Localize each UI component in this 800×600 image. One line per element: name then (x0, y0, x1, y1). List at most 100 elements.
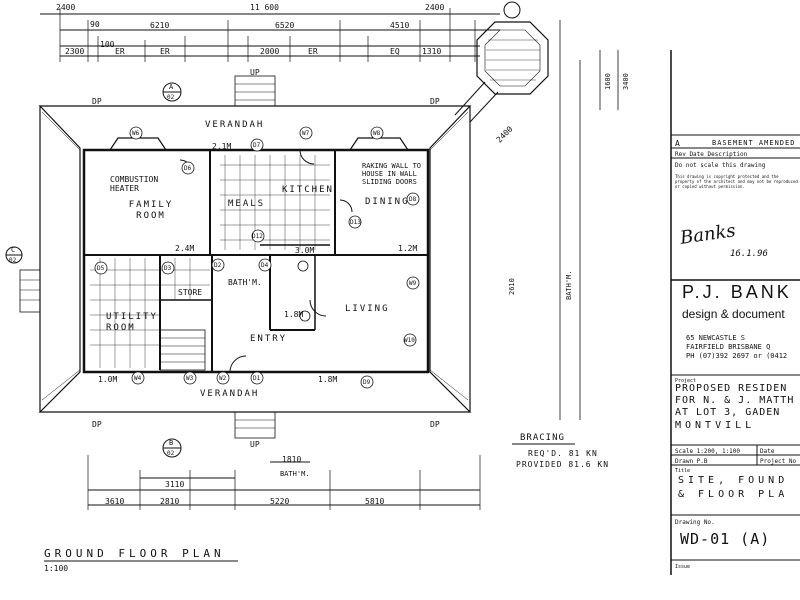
dim-top-i: 2000 (260, 47, 280, 56)
signature-date: 16.1.96 (730, 249, 768, 259)
dim-top-er3: ER (308, 47, 318, 56)
tag-d4: D4 (261, 262, 269, 269)
label-bath-side: BATH'M. (565, 270, 573, 300)
dim-18b: 1.8M (318, 375, 338, 384)
plan-title: GROUND FLOOR PLAN (44, 547, 225, 560)
tag-w10: W10 (404, 337, 415, 344)
dim-10: 1.0M (98, 375, 118, 384)
firm-phone: PH (07)392 2697 or (0412 (686, 352, 788, 360)
tag-d2: D2 (214, 262, 222, 269)
label-bath-bottom: BATH'M. (280, 470, 310, 478)
dim-top-j: 1310 (422, 47, 442, 56)
label-utility-room: UTILITY ROOM (106, 312, 158, 333)
section-mark-c: C (11, 246, 16, 254)
dim-top-90: 90 (90, 20, 100, 29)
tag-d8: D8 (409, 196, 417, 203)
project-no-label: Project No (760, 458, 797, 465)
issue-label: Issue (675, 564, 691, 570)
tag-d6: D6 (184, 165, 192, 172)
drawing-no-label: Drawing No. (675, 519, 715, 526)
downpipe-br: DP (430, 420, 440, 429)
stair-up-top: UP (250, 68, 260, 77)
copyright-note: This drawing is copyright protected and … (675, 174, 798, 189)
dim-bot-d: 5810 (365, 497, 385, 506)
dim-top-100: 100 (100, 40, 115, 49)
label-family-room: FAMILY ROOM (128, 200, 174, 221)
project-line3: AT LOT 3, GADEN (675, 407, 781, 418)
section-sheet-c: 02 (9, 257, 17, 264)
note-bracing-provided: PROVIDED 81.6 KN (516, 460, 610, 469)
tag-w7: W7 (302, 130, 310, 137)
tag-w4: W4 (134, 375, 142, 382)
tag-d12: D12 (252, 233, 263, 240)
title-line2: & FLOOR PLA (678, 489, 789, 500)
dim-bot-f: 1810 (282, 455, 302, 464)
tag-d9: D9 (363, 379, 371, 386)
dim-top-c: 4510 (390, 21, 410, 30)
tag-d5: D5 (97, 265, 105, 272)
downpipe-tl: DP (92, 97, 102, 106)
dim-bot-b: 2810 (160, 497, 180, 506)
dim-top-b: 6520 (275, 21, 295, 30)
tag-d13: D13 (350, 219, 361, 226)
title-line1: SITE, FOUND (678, 475, 789, 486)
dim-21: 2.1M (212, 142, 232, 151)
plan-scale: 1:100 (44, 564, 69, 573)
rev-header: Rev Date Description (675, 151, 748, 158)
section-mark-b: B (169, 439, 174, 447)
drawn-label: Drawn P.B (675, 458, 708, 465)
dim-side-b: 1600 (604, 73, 612, 90)
section-mark-a-top: A (169, 83, 174, 91)
tag-w9: W9 (409, 280, 417, 287)
dim-top-a: 6210 (150, 21, 170, 30)
downpipe-bl: DP (92, 420, 102, 429)
tag-d1: D1 (253, 375, 261, 382)
firm-name: P.J. BANK (682, 282, 792, 302)
dim-top-eq: EQ (390, 47, 400, 56)
project-line4: MONTVILL (675, 420, 756, 431)
section-sheet-a-top: 02 (167, 94, 175, 101)
tag-d7: D7 (253, 142, 261, 149)
stair-up-bottom: UP (250, 440, 260, 449)
label-meals: MEALS (228, 199, 266, 209)
drawing-number: WD-01 (A) (680, 530, 771, 548)
firm-tagline: design & document (682, 307, 785, 321)
note-raking-wall: RAKING WALL TO HOUSE IN WALL SLIDING DOO… (362, 162, 422, 186)
firm-address2: FAIRFIELD BRISBANE Q (686, 343, 771, 351)
rev-note: BASEMENT AMENDED (712, 139, 796, 147)
dim-12: 1.2M (398, 244, 418, 253)
label-verandah-bottom: VERANDAH (200, 389, 260, 399)
label-store: STORE (178, 288, 203, 297)
label-verandah-top: VERANDAH (205, 120, 265, 130)
title-label: Title (675, 468, 691, 474)
dim-bot-c: 5220 (270, 497, 290, 506)
dim-top-d: 2300 (65, 47, 85, 56)
dim-overall-width: 11 600 (250, 3, 279, 12)
note-bracing: BRACING (520, 433, 565, 443)
tag-w2: W2 (219, 375, 227, 382)
label-bath: BATH'M. (228, 278, 262, 287)
dim-top-er1: ER (115, 47, 125, 56)
note-combustion-heater: COMBUSTION HEATER (110, 175, 159, 193)
scale-label: Scale 1:200, 1:100 (675, 448, 741, 455)
label-entry: ENTRY (250, 334, 288, 344)
dim-right-ext: 2400 (425, 3, 445, 12)
date-label: Date (760, 448, 775, 455)
dim-24: 2.4M (175, 244, 195, 253)
do-not-scale: Do not scale this drawing (675, 162, 766, 169)
tag-w3: W3 (186, 375, 194, 382)
project-line1: PROPOSED RESIDEN (675, 383, 788, 394)
section-sheet-b: 02 (167, 450, 175, 457)
downpipe-tr: DP (430, 97, 440, 106)
dim-18: 1.8M (284, 310, 304, 319)
dim-side-a: 3400 (622, 73, 630, 90)
signature: Banks (678, 220, 737, 249)
project-line2: FOR N. & J. MATTH (675, 395, 795, 406)
firm-address1: 65 NEWCASTLE S (686, 334, 746, 342)
tag-w6: W6 (132, 130, 140, 137)
dim-bot-a: 3610 (105, 497, 125, 506)
dim-30: 3.0M (295, 246, 315, 255)
dim-bot-e: 3110 (165, 480, 185, 489)
rev-letter: A (675, 139, 680, 148)
